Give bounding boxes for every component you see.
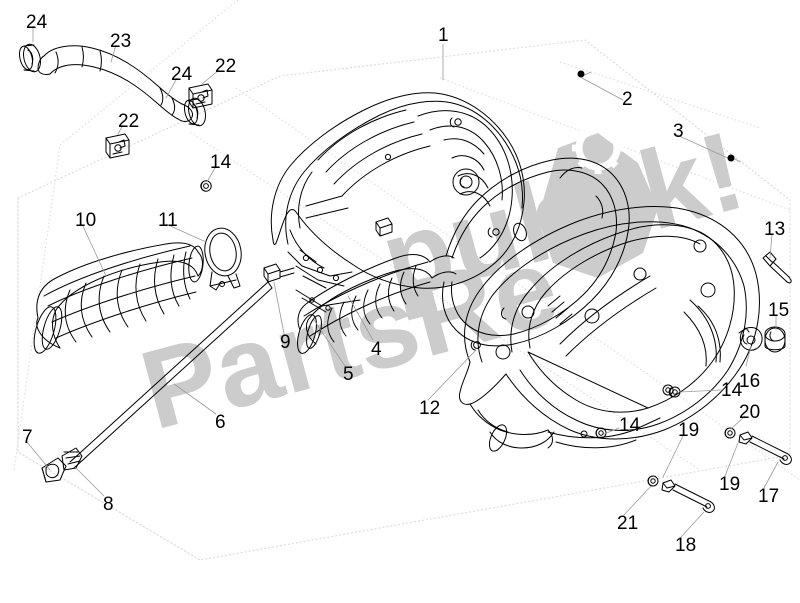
- callout-10[interactable]: 10: [75, 210, 97, 231]
- part-hose-clamp-left: [18, 43, 41, 73]
- callout-24-left[interactable]: 24: [26, 12, 48, 33]
- part-washer-14-b: [595, 427, 607, 439]
- callout-20[interactable]: 20: [739, 402, 761, 423]
- part-long-rod: [69, 281, 273, 469]
- part-rod-end: [41, 457, 67, 483]
- part-washer-14-upper: [200, 180, 212, 192]
- callout-6[interactable]: 6: [215, 412, 226, 433]
- part-clip-upper: [188, 83, 213, 109]
- leader-lines: [26, 25, 779, 538]
- frame-top: [17, 39, 586, 199]
- callout-2[interactable]: 2: [622, 89, 633, 110]
- frame-diag-e: [559, 61, 761, 129]
- callout-12[interactable]: 12: [419, 398, 441, 419]
- callout-1[interactable]: 1: [438, 25, 449, 46]
- callout-22-lower[interactable]: 22: [118, 111, 140, 132]
- callout-14-right[interactable]: 14: [721, 380, 743, 401]
- part-grommet-15: [764, 326, 786, 353]
- callout-15[interactable]: 15: [768, 300, 790, 321]
- callout-19-a[interactable]: 19: [678, 420, 700, 441]
- part-fastener-18: [647, 475, 715, 513]
- callout-14-upper[interactable]: 14: [210, 152, 232, 173]
- callout-8[interactable]: 8: [103, 494, 114, 515]
- callout-24-right[interactable]: 24: [171, 64, 193, 85]
- part-clip-lower: [105, 133, 130, 159]
- frame-bottom-left: [17, 451, 201, 561]
- part-fastener-17: [724, 427, 792, 465]
- part-screw-13: [762, 251, 792, 284]
- callout-19-b[interactable]: 19: [719, 474, 741, 495]
- callout-4[interactable]: 4: [371, 339, 382, 360]
- part-gasket-seal: [442, 157, 630, 347]
- leader-dots: [577, 70, 735, 162]
- part-hose-clamp-right: [183, 97, 206, 127]
- part-bolt-9: [263, 263, 295, 283]
- part-transmission-cover: [459, 206, 760, 452]
- callout-11[interactable]: 11: [158, 210, 178, 231]
- callout-3[interactable]: 3: [673, 121, 684, 142]
- frame-diag-a: [13, 0, 239, 471]
- part-rod-nut: [61, 447, 83, 471]
- callout-9[interactable]: 9: [280, 332, 291, 353]
- callout-13[interactable]: 13: [764, 219, 786, 240]
- part-flange-ring: [204, 227, 242, 291]
- part-air-filter-box: [270, 92, 525, 313]
- part-washer-14-a: [662, 384, 681, 398]
- frame-diag-c: [235, 87, 800, 481]
- callout-18[interactable]: 18: [675, 535, 697, 556]
- callout-7[interactable]: 7: [22, 427, 33, 448]
- callout-5[interactable]: 5: [343, 364, 354, 385]
- callout-14-lower[interactable]: 14: [619, 415, 641, 436]
- part-intake-sleeve: [33, 242, 204, 354]
- frame-right-top: [584, 39, 791, 201]
- callout-23[interactable]: 23: [110, 31, 132, 52]
- part-rubber-mount-16: [738, 327, 763, 351]
- callout-21[interactable]: 21: [617, 513, 639, 534]
- callout-22-upper[interactable]: 22: [215, 56, 237, 77]
- callout-17[interactable]: 17: [758, 486, 780, 507]
- part-breather-hose: [37, 45, 193, 122]
- callout-16[interactable]: 16: [739, 371, 761, 392]
